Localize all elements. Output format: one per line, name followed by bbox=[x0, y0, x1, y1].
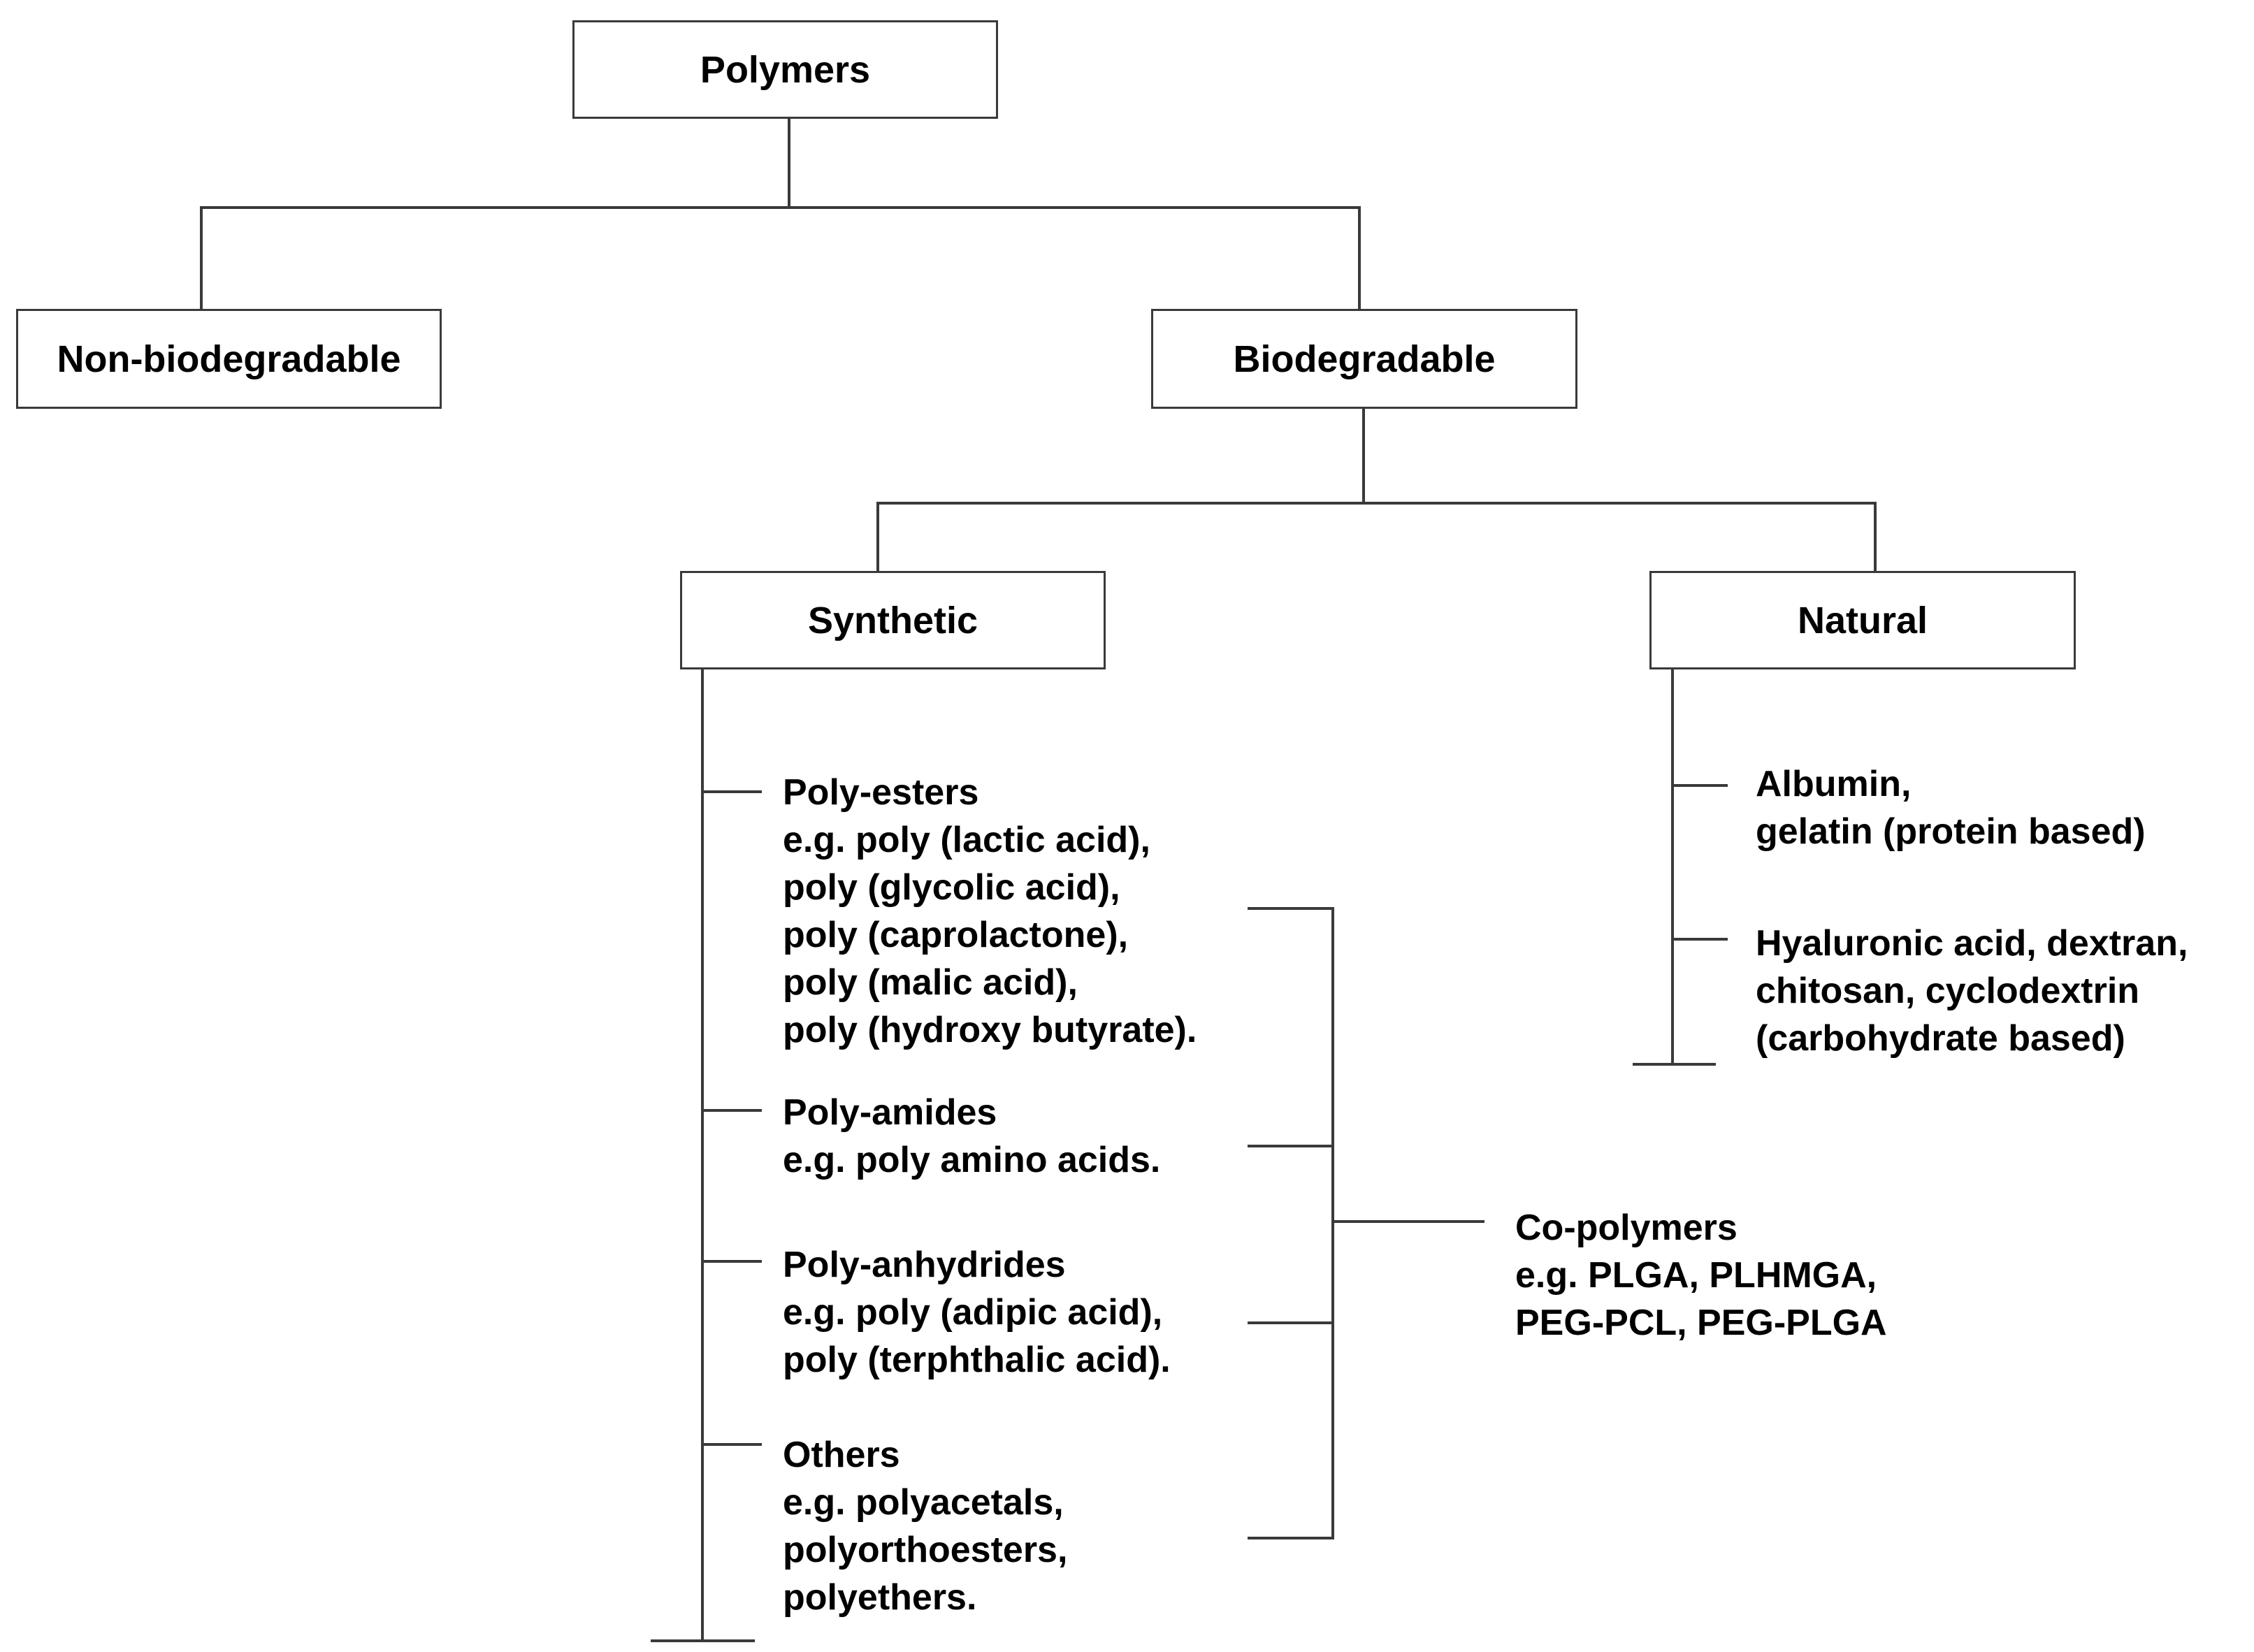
node-polymers: Polymers bbox=[572, 20, 998, 119]
synthetic-item-others: Others e.g. polyacetals, polyorthoesters… bbox=[783, 1431, 1067, 1621]
leaf-line: PEG-PCL, PEG-PLGA bbox=[1515, 1303, 1887, 1343]
node-biodegradable: Biodegradable bbox=[1151, 309, 1577, 409]
leaf-line: polyorthoesters, bbox=[783, 1530, 1068, 1570]
leaf-line: Poly-esters bbox=[783, 772, 979, 813]
node-polymers-label: Polymers bbox=[700, 48, 871, 91]
node-non-biodegradable: Non-biodegradable bbox=[16, 309, 442, 409]
leaf-line: poly (malic acid), bbox=[783, 962, 1078, 1003]
synthetic-item-polyesters: Poly-esters e.g. poly (lactic acid), pol… bbox=[783, 769, 1197, 1054]
leaf-line: e.g. polyacetals, bbox=[783, 1482, 1064, 1523]
leaf-line: gelatin (protein based) bbox=[1756, 811, 2146, 852]
node-natural-label: Natural bbox=[1797, 599, 1928, 642]
leaf-line: Others bbox=[783, 1435, 900, 1475]
leaf-line: chitosan, cyclodextrin bbox=[1756, 971, 2140, 1011]
node-biodegradable-label: Biodegradable bbox=[1233, 338, 1496, 380]
leaf-line: Co-polymers bbox=[1515, 1208, 1738, 1248]
leaf-line: poly (terphthalic acid). bbox=[783, 1340, 1171, 1380]
leaf-line: poly (hydroxy butyrate). bbox=[783, 1010, 1197, 1050]
leaf-line: e.g. PLGA, PLHMGA, bbox=[1515, 1255, 1877, 1296]
leaf-line: polyethers. bbox=[783, 1577, 977, 1618]
synthetic-item-polyanhydrides: Poly-anhydrides e.g. poly (adipic acid),… bbox=[783, 1241, 1171, 1384]
leaf-line: e.g. poly amino acids. bbox=[783, 1140, 1161, 1180]
leaf-line: Albumin, bbox=[1756, 764, 1912, 804]
leaf-line: poly (glycolic acid), bbox=[783, 867, 1120, 908]
natural-item-protein: Albumin, gelatin (protein based) bbox=[1756, 760, 2146, 855]
leaf-line: Poly-anhydrides bbox=[783, 1245, 1066, 1285]
natural-item-carbohydrate: Hyaluronic acid, dextran, chitosan, cycl… bbox=[1756, 920, 2188, 1062]
node-natural: Natural bbox=[1649, 571, 2076, 669]
node-non-biodegradable-label: Non-biodegradable bbox=[57, 338, 401, 380]
leaf-line: Hyaluronic acid, dextran, bbox=[1756, 923, 2188, 964]
leaf-line: poly (caprolactone), bbox=[783, 915, 1129, 955]
node-synthetic-label: Synthetic bbox=[807, 599, 978, 642]
node-synthetic: Synthetic bbox=[680, 571, 1106, 669]
leaf-line: e.g. poly (adipic acid), bbox=[783, 1292, 1163, 1333]
leaf-line: (carbohydrate based) bbox=[1756, 1018, 2125, 1059]
copolymers-item: Co-polymers e.g. PLGA, PLHMGA, PEG-PCL, … bbox=[1515, 1204, 1887, 1347]
leaf-line: e.g. poly (lactic acid), bbox=[783, 820, 1150, 860]
synthetic-item-polyamides: Poly-amides e.g. poly amino acids. bbox=[783, 1089, 1160, 1184]
leaf-line: Poly-amides bbox=[783, 1092, 997, 1133]
